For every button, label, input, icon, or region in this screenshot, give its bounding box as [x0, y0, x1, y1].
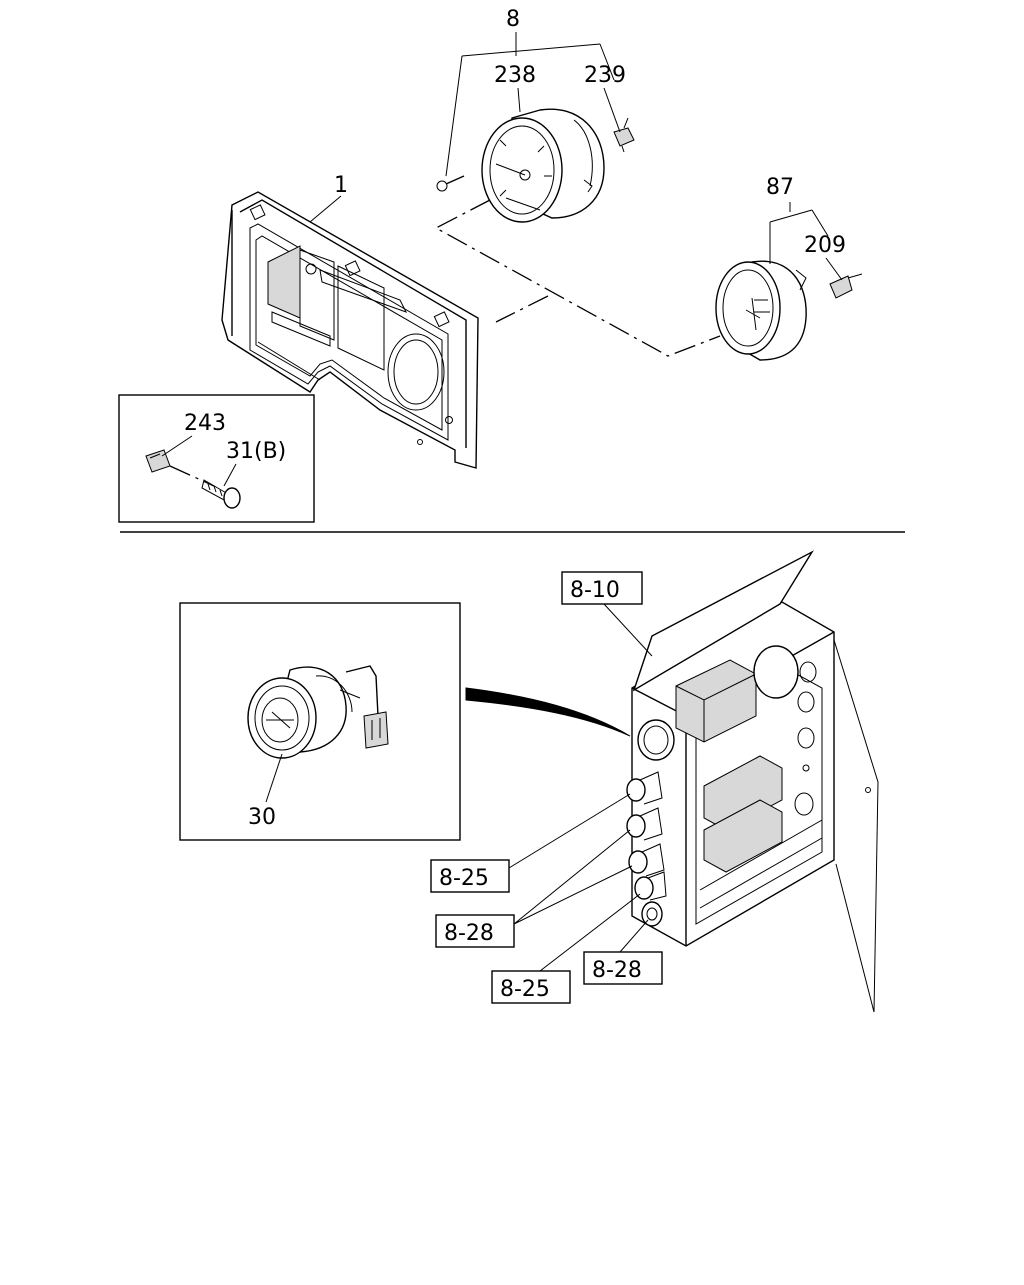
- centerline-gauges: [434, 199, 721, 357]
- control-box: [631, 550, 879, 1013]
- leader-30: [265, 753, 283, 803]
- ref-box-8-25-a: [430, 859, 510, 893]
- leader-8-25-b: [539, 893, 641, 972]
- part-label-238: 238: [494, 63, 536, 88]
- ground-terminal: [436, 175, 465, 192]
- leader-1: [309, 195, 342, 223]
- part-label-8: 8: [506, 7, 520, 32]
- secondary-gauge: [715, 260, 863, 361]
- instrument-bezel: [221, 191, 479, 469]
- part-label-31b: 31(B): [226, 439, 286, 464]
- leader-239: [603, 87, 621, 133]
- ref-box-8-28-a: [435, 914, 515, 948]
- leader-8: [445, 32, 615, 177]
- ref-label-8-28-a: 8-28: [444, 921, 494, 946]
- leader-238: [517, 87, 521, 113]
- ref-box-8-28-b: [583, 951, 663, 985]
- ref-box-8-10: [561, 571, 643, 605]
- leader-209: [825, 257, 843, 281]
- leader-31b: [223, 463, 237, 487]
- part-label-243: 243: [184, 411, 226, 436]
- part-label-239: 239: [584, 63, 626, 88]
- tachometer-gauge: [481, 108, 635, 223]
- ref-label-8-10: 8-10: [570, 578, 620, 603]
- indicator-lamps: [626, 771, 667, 927]
- fastener-centerline: [169, 465, 215, 487]
- screw: [201, 479, 241, 509]
- part-label-209: 209: [804, 233, 846, 258]
- ref-label-8-25-a: 8-25: [439, 866, 489, 891]
- part-label-87: 87: [766, 175, 794, 200]
- leader-8-10: [603, 603, 653, 657]
- ref-label-8-25-b: 8-25: [500, 977, 550, 1002]
- ref-box-8-25-b: [491, 970, 571, 1004]
- leader-8-28-b: [619, 919, 649, 953]
- leader-243: [161, 435, 193, 457]
- leader-8-28-a: [513, 829, 633, 925]
- ref-label-8-28-b: 8-28: [592, 958, 642, 983]
- hourmeter: [247, 665, 389, 759]
- part-label-1: 1: [334, 173, 348, 198]
- leader-8-25-a: [508, 793, 631, 869]
- reference-arrow: [465, 687, 631, 737]
- part-label-30: 30: [248, 805, 276, 830]
- leader-87: [769, 202, 829, 264]
